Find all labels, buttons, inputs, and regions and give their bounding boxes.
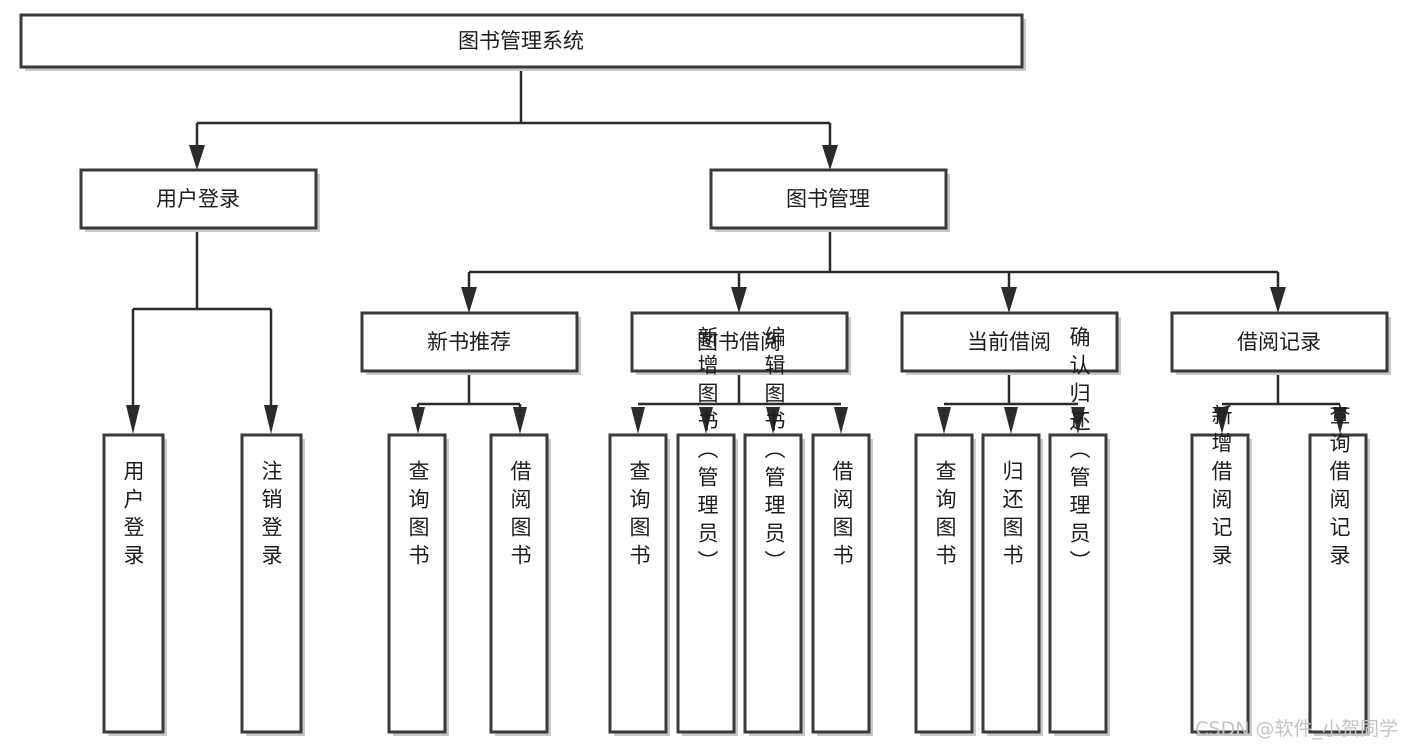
book-borrow-label: 图书借阅 [697, 330, 781, 354]
leaf-label-bookborrow-edit: 编辑图书（管理员） [762, 326, 786, 578]
leaf-node-currentborrow-query[interactable]: 查询图书 [914, 433, 976, 736]
leaf-label-newbook-borrow: 借阅图书 [508, 460, 532, 572]
leaf-node-currentborrow-return[interactable]: 归还图书 [981, 433, 1043, 736]
arrow-head-leaf-logout [264, 405, 278, 434]
leaf-node-user-login-logout[interactable]: 注销登录 [240, 433, 305, 736]
leaf-label-currentborrow-confirm: 确认归还（管理员） [1067, 326, 1091, 578]
leaf-box-newbook-borrow[interactable] [489, 433, 549, 734]
new-book-box[interactable] [360, 311, 579, 373]
arrow-head-user-login [189, 145, 205, 170]
leaf-box-currentborrow-query[interactable] [914, 433, 974, 734]
leaf-node-bookborrow-add[interactable]: 新增图书（管理员） [676, 326, 738, 736]
user-login-box[interactable] [79, 168, 318, 230]
current-borrow-label: 当前借阅 [967, 330, 1051, 354]
leaf-box-borrowrecord-add[interactable] [1190, 433, 1250, 734]
arrow-head-bookborrow-leaf1 [631, 407, 645, 434]
node-borrow-record[interactable]: 借阅记录 [1170, 311, 1391, 375]
arrow-head-new-book [461, 287, 477, 313]
leaf-box-bookborrow-add[interactable] [676, 433, 736, 734]
arrow-head-bookborrow-leaf4 [834, 407, 848, 434]
leaf-label-borrowrecord-query: 查询借阅记录 [1327, 404, 1351, 572]
leaf-box-currentborrow-return[interactable] [981, 433, 1041, 734]
book-management-box[interactable] [709, 168, 948, 230]
node-book-management[interactable]: 图书管理 [709, 168, 950, 232]
leaf-node-currentborrow-confirm[interactable]: 确认归还（管理员） [1048, 326, 1110, 736]
leaf-node-newbook-borrow[interactable]: 借阅图书 [489, 433, 551, 736]
leaf-label-bookborrow-add: 新增图书（管理员） [695, 326, 719, 578]
arrow-head-book-borrow [731, 287, 747, 313]
book-borrow-box[interactable] [630, 311, 849, 373]
leaf-box-newbook-query[interactable] [387, 433, 447, 734]
leaf-label-currentborrow-return: 归还图书 [1000, 460, 1024, 572]
arrow-head-current-borrow [1001, 287, 1017, 313]
root-box[interactable] [19, 13, 1024, 69]
leaf-node-bookborrow-query[interactable]: 查询图书 [608, 433, 670, 736]
leaf-node-borrowrecord-query[interactable]: 查询借阅记录 [1308, 404, 1370, 736]
leaf-box-bookborrow-borrow[interactable] [811, 433, 871, 734]
arrow-head-newbook-leaf1 [411, 407, 425, 434]
leaf-label-newbook-query: 查询图书 [406, 460, 430, 572]
arrow-head-book-mgmt [822, 145, 838, 170]
arrow-head-currentborrow-leaf3 [1071, 407, 1085, 434]
root-label: 图书管理系统 [458, 29, 584, 53]
leaf-label-bookborrow-query: 查询图书 [627, 460, 651, 572]
arrow-head-borrowrecord-leaf1 [1215, 407, 1229, 434]
arrow-head-bookborrow-leaf3 [766, 407, 780, 434]
leaf-node-bookborrow-edit[interactable]: 编辑图书（管理员） [743, 326, 805, 736]
borrow-record-label: 借阅记录 [1237, 330, 1321, 354]
leaf-label-user-login-login: 用户登录 [121, 460, 145, 572]
current-borrow-box[interactable] [900, 311, 1119, 373]
arrow-head-currentborrow-leaf2 [1004, 407, 1018, 434]
node-root[interactable]: 图书管理系统 [19, 13, 1026, 71]
leaf-node-newbook-query[interactable]: 查询图书 [387, 433, 449, 736]
leaf-node-borrowrecord-add[interactable]: 新增借阅记录 [1190, 404, 1252, 736]
csdn-watermark: CSDN @软件_小贺同学 [1195, 718, 1398, 740]
leaf-box-currentborrow-confirm[interactable] [1048, 433, 1108, 734]
node-user-login[interactable]: 用户登录 [79, 168, 320, 232]
user-login-label: 用户登录 [156, 187, 240, 211]
arrow-head-leaf-user-login [126, 405, 140, 434]
leaf-box-borrowrecord-query[interactable] [1308, 433, 1368, 734]
node-book-borrow[interactable]: 图书借阅 [630, 311, 851, 375]
leaf-box-bookborrow-query[interactable] [608, 433, 668, 734]
arrow-head-borrowrecord-leaf2 [1333, 407, 1347, 434]
arrow-head-currentborrow-leaf1 [937, 407, 951, 434]
arrow-head-borrow-record [1270, 287, 1286, 313]
node-current-borrow[interactable]: 当前借阅 [900, 311, 1121, 375]
leaf-label-bookborrow-borrow: 借阅图书 [830, 460, 854, 572]
leaf-node-user-login-login[interactable]: 用户登录 [102, 433, 167, 736]
arrow-head-bookborrow-leaf2 [699, 407, 713, 434]
book-management-label: 图书管理 [786, 187, 870, 211]
arrow-head-newbook-leaf2 [513, 407, 527, 434]
new-book-label: 新书推荐 [427, 330, 511, 354]
leaf-label-borrowrecord-add: 新增借阅记录 [1209, 404, 1233, 572]
leaf-box-user-login-login[interactable] [102, 433, 165, 734]
leaf-box-bookborrow-edit[interactable] [743, 433, 803, 734]
leaf-label-currentborrow-query: 查询图书 [933, 460, 957, 572]
leaf-label-user-login-logout: 注销登录 [259, 460, 283, 572]
leaf-box-user-login-logout[interactable] [240, 433, 303, 734]
borrow-record-box[interactable] [1170, 311, 1389, 373]
node-new-book-recommend[interactable]: 新书推荐 [360, 311, 581, 375]
connectors-layer [126, 67, 1347, 434]
leaf-node-bookborrow-borrow[interactable]: 借阅图书 [811, 433, 873, 736]
